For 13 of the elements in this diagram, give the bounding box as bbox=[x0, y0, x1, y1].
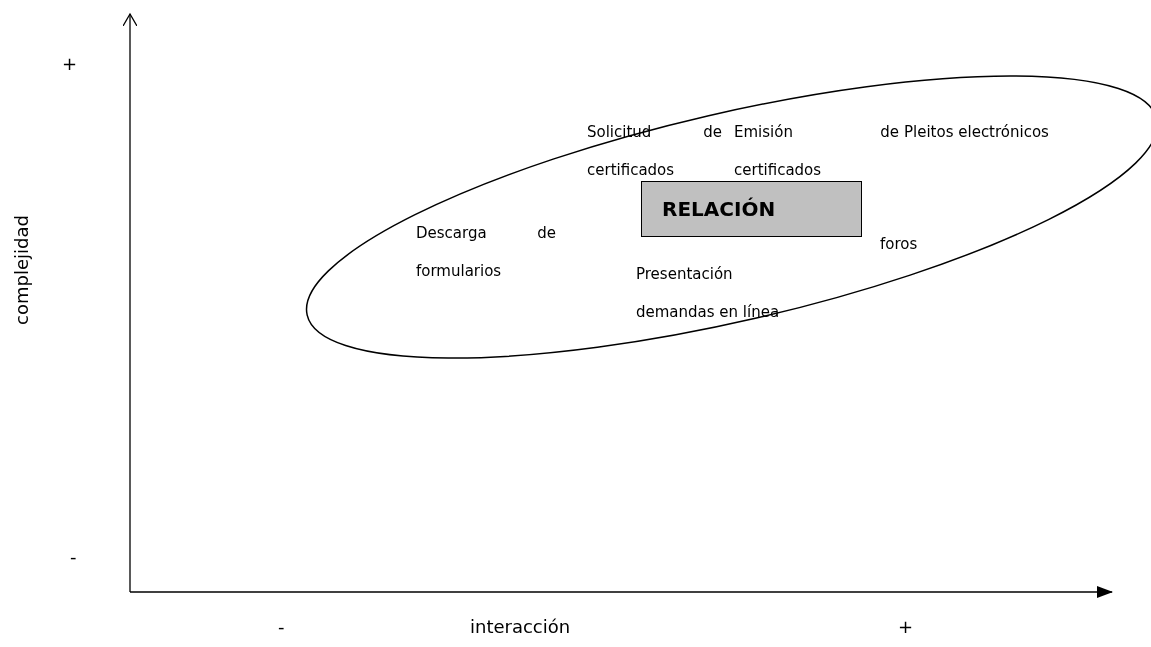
relation-box: RELACIÓN bbox=[641, 181, 862, 237]
axis-title: interacción bbox=[470, 615, 571, 639]
service-label: Descarga de formularios bbox=[416, 223, 556, 282]
minus-sign: - bbox=[70, 545, 77, 569]
service-label: Solicitud de certificados bbox=[587, 122, 722, 181]
service-label: foros bbox=[880, 234, 919, 255]
minus-sign: - bbox=[278, 615, 285, 639]
service-label: Pleitos electrónicos bbox=[904, 122, 1050, 143]
service-label: Presentación demandas en línea bbox=[636, 264, 781, 323]
plus-sign: + bbox=[898, 615, 914, 639]
service-label: Emisión de certificados bbox=[734, 122, 899, 181]
plus-sign: + bbox=[62, 52, 78, 76]
axis-title-vertical: complejidad bbox=[9, 215, 33, 325]
